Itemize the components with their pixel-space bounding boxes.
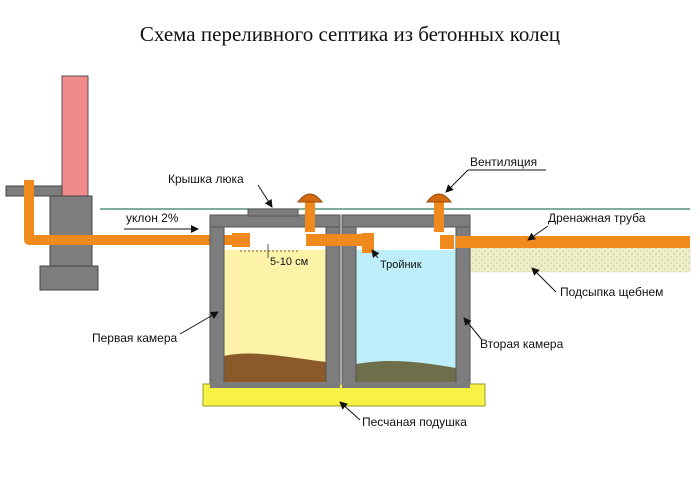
- first-chamber-right-wall: [325, 225, 341, 385]
- label-second-chamber: Вторая камера: [480, 337, 564, 351]
- second-chamber-water: [356, 250, 456, 382]
- drain-pipe: [456, 236, 690, 248]
- vent-leader-2: [445, 169, 469, 193]
- gravel-leader: [531, 267, 557, 293]
- vent-pipe-second: [434, 198, 444, 232]
- label-ventilation: Вентиляция: [470, 155, 537, 169]
- vent-pipe-first: [305, 198, 315, 232]
- first-chamber-lid: [209, 214, 341, 228]
- tee-leader: [371, 249, 380, 259]
- diagram-title: Схема переливного септика из бетонных ко…: [139, 22, 561, 46]
- second-chamber-left-wall: [341, 225, 357, 385]
- label-tee: Тройник: [380, 259, 422, 271]
- drain-pipe-stub: [440, 235, 454, 249]
- label-drain-pipe: Дренажная труба: [548, 211, 646, 225]
- second-chamber-right-wall: [455, 225, 471, 385]
- drain-leader: [527, 225, 549, 241]
- label-first-chamber: Первая камера: [92, 331, 178, 345]
- label-slope: уклон 2%: [126, 211, 179, 225]
- second-chamber-bottom: [342, 382, 470, 388]
- label-gap: 5-10 см: [270, 256, 308, 268]
- second-chamber-leader: [463, 317, 483, 341]
- vent-cap-second-icon: [425, 193, 453, 203]
- first-chamber-bottom: [210, 382, 340, 388]
- gravel-bed: [465, 247, 691, 273]
- first-chamber-leader: [179, 311, 219, 335]
- inlet-pipe: [24, 180, 236, 245]
- second-chamber-lid: [341, 214, 471, 228]
- hatch-leader: [257, 184, 273, 208]
- label-sand-cushion: Песчаная подушка: [362, 415, 467, 429]
- house-base: [39, 265, 99, 291]
- second-chamber-sediment: [356, 361, 456, 382]
- first-chamber-left-wall: [209, 225, 225, 385]
- chimney: [61, 75, 89, 197]
- hatch-cover: [247, 208, 299, 217]
- sand-leader: [339, 401, 361, 421]
- vent-cap-first-icon: [296, 193, 324, 203]
- label-gravel: Подсыпка щебнем: [560, 285, 663, 299]
- tee-fitting: [362, 233, 374, 253]
- first-inlet-stub: [232, 233, 250, 247]
- house-foundation: [49, 195, 93, 269]
- first-chamber-sediment: [224, 353, 326, 382]
- label-hatch-cover: Крышка люка: [168, 172, 244, 186]
